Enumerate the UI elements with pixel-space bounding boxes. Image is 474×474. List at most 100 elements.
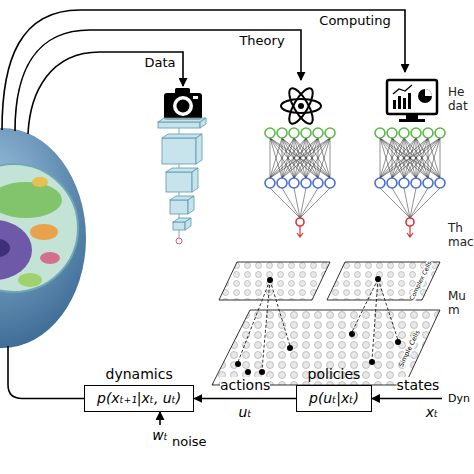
row-heading: He dat [448, 86, 468, 114]
art-shape [265, 178, 335, 188]
art-shape [179, 128, 180, 238]
art-shape [219, 262, 330, 300]
art-shape [313, 128, 323, 138]
art-shape [265, 128, 275, 138]
feedback-line [8, 346, 84, 399]
art-shape [285, 85, 317, 127]
art-shape [40, 252, 60, 264]
art-shape [162, 138, 196, 164]
art-shape [15, 30, 301, 131]
art-shape [265, 178, 275, 188]
art-shape [32, 177, 48, 187]
art-shape [372, 279, 378, 360]
art-shape [235, 276, 401, 375]
art-shape [158, 118, 206, 122]
art-shape [166, 172, 192, 192]
art-shape [185, 218, 191, 230]
cell-illustration [0, 128, 86, 348]
camera-icon [164, 88, 202, 120]
art-shape [173, 222, 185, 230]
art-shape [393, 100, 396, 109]
art-shape [395, 339, 401, 345]
art-shape [418, 89, 432, 103]
art-shape [245, 369, 251, 375]
art-shape [267, 277, 273, 283]
box-heading: dynamics [106, 366, 173, 383]
art-shape [287, 345, 293, 351]
formula-text: p(xₜ₊₁|xₜ, uₜ) [84, 385, 194, 412]
source-label: Theory [239, 34, 284, 49]
art-shape [313, 178, 323, 188]
art-shape [387, 80, 437, 114]
art-shape [399, 119, 425, 122]
art-shape [270, 138, 330, 218]
cell-planes [212, 262, 440, 385]
art-shape [352, 279, 378, 332]
source-label: Computing [319, 14, 390, 29]
art-shape [259, 369, 265, 375]
art-shape [406, 114, 418, 119]
signal-name: noise [172, 435, 207, 450]
box-heading: policies [308, 366, 361, 383]
art-shape [173, 96, 193, 116]
art-shape [2, 10, 405, 130]
art-shape [297, 226, 303, 237]
art-shape [301, 128, 311, 138]
art-shape [238, 280, 270, 362]
art-shape [277, 128, 287, 138]
art-shape [298, 103, 304, 109]
art-shape [393, 85, 412, 94]
signal-symbol: uₜ [239, 404, 252, 420]
art-shape [18, 273, 42, 287]
art-shape [296, 218, 304, 226]
art-shape [193, 96, 198, 99]
art-shape [212, 310, 440, 385]
art-shape [170, 200, 188, 214]
dynamics-box: dynamics p(xₜ₊₁|xₜ, uₜ) [84, 366, 194, 412]
art-shape [262, 280, 270, 370]
neural-net [375, 128, 445, 237]
art-shape [196, 134, 202, 164]
signal-symbol: xₜ [426, 404, 438, 420]
art-shape [378, 279, 398, 340]
flow-arrow [194, 398, 296, 400]
art-shape [403, 98, 406, 109]
signal-name: states [397, 377, 440, 393]
art-shape [0, 128, 86, 348]
art-shape [176, 238, 182, 244]
art-shape [301, 178, 311, 188]
art-shape [289, 178, 299, 188]
neural-net [265, 128, 335, 237]
art-shape [281, 99, 321, 113]
art-shape [0, 239, 10, 257]
policy-box: policiesp(uₜ|xₜ) [296, 366, 372, 412]
art-shape [177, 100, 190, 113]
art-shape [30, 224, 58, 240]
signal-symbol: wₜ [152, 427, 168, 443]
source-label: Data [144, 56, 175, 71]
art-shape [277, 178, 287, 188]
layer-label: Simple Cells [398, 329, 422, 368]
art-shape [375, 276, 381, 282]
art-shape [0, 164, 78, 292]
art-shape [349, 331, 355, 337]
art-shape [325, 128, 335, 138]
conv-net [158, 118, 206, 244]
link-curves [2, 10, 405, 134]
art-shape [289, 128, 299, 138]
art-shape [270, 280, 290, 346]
art-shape [325, 178, 335, 188]
art-shape [398, 96, 401, 109]
art-shape [192, 168, 198, 192]
art-shape [285, 85, 317, 127]
art-shape [188, 196, 194, 214]
art-shape [0, 220, 32, 280]
art-shape [369, 359, 375, 365]
row-heading: Mu m [448, 290, 466, 318]
art-shape [162, 134, 202, 138]
art-shape [238, 279, 398, 370]
row-heading: Dyn [448, 393, 470, 406]
art-shape [265, 128, 335, 138]
